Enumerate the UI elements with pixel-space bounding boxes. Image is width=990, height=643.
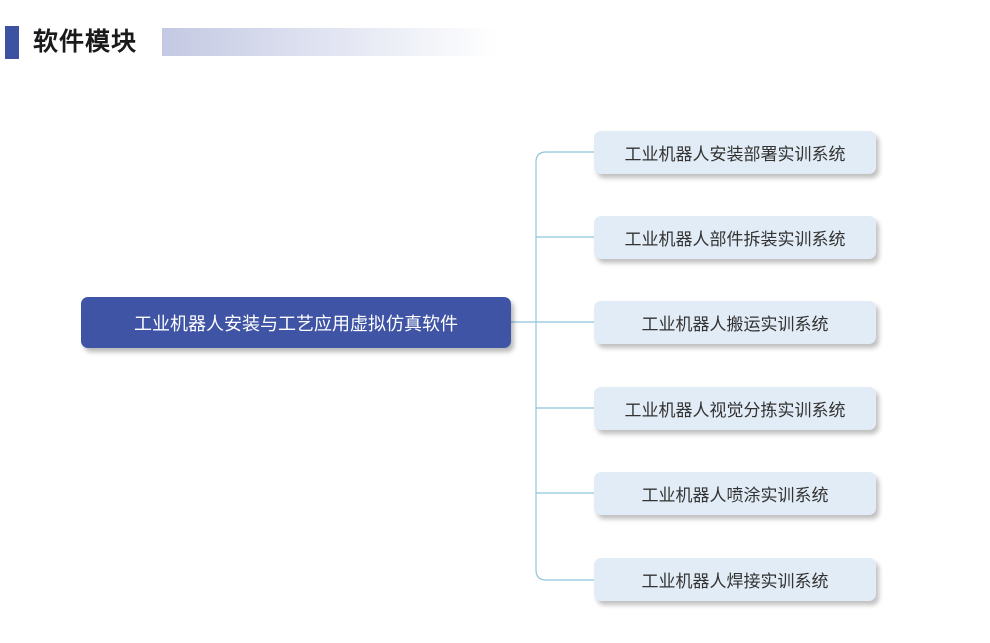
header-accent-bar: [5, 26, 19, 59]
child-node-installation: 工业机器人安装部署实训系统: [594, 131, 876, 174]
child-node-handling: 工业机器人搬运实训系统: [594, 301, 876, 344]
child-node-welding: 工业机器人焊接实训系统: [594, 558, 876, 601]
child-node-disassembly: 工业机器人部件拆装实训系统: [594, 216, 876, 259]
child-node-vision-sorting: 工业机器人视觉分拣实训系统: [594, 387, 876, 430]
connector-spine: [535, 151, 594, 581]
root-node: 工业机器人安装与工艺应用虚拟仿真软件: [81, 297, 511, 348]
page-title: 软件模块: [33, 27, 138, 56]
header-gradient-band: [162, 28, 497, 56]
child-node-spraying: 工业机器人喷涂实训系统: [594, 472, 876, 515]
